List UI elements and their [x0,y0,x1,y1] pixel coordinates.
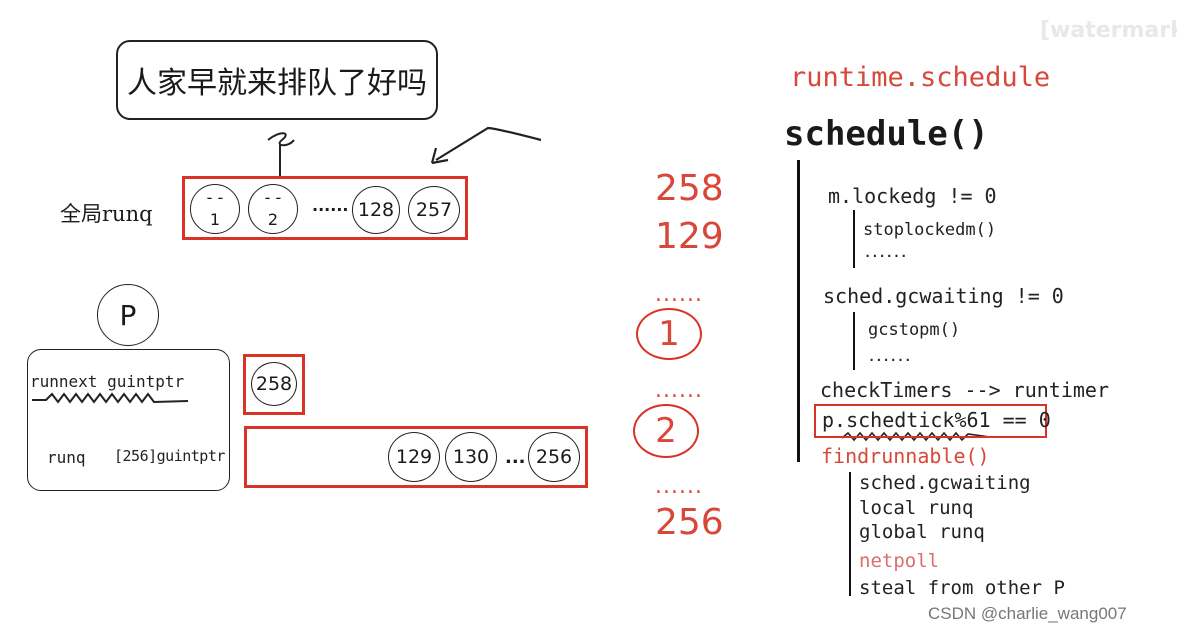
local-runq-ellipsis: ... [505,447,526,468]
runq-field: runq [47,448,86,467]
dots-2: ...... [655,378,703,403]
item-number: 256 [536,446,572,468]
item-number: 129 [396,446,432,468]
item-number: 1 [210,212,220,228]
num-129: 129 [655,216,724,257]
gcwaiting-bar [853,312,855,370]
find-step-gcwaiting: sched.gcwaiting [859,472,1031,494]
find-step-steal: steal from other P [859,577,1065,599]
gcstopm-line: gcstopm() [868,320,960,340]
find-step-netpoll: netpoll [859,550,939,572]
runnext-item-258: 258 [251,362,297,406]
p-label: P [120,299,137,332]
step-1-label: 1 [658,314,680,354]
footer-credit: CSDN @charlie_wang007 [928,604,1127,624]
global-runq-label: 全局runq [60,198,153,228]
dots-3: ...... [655,474,703,499]
dots-a: ...... [864,246,907,260]
sleep-face: - - [207,190,224,206]
p-struct-card [27,349,230,491]
schedule-func-title: schedule() [784,114,989,154]
findrunnable-bar [849,472,851,596]
schedule-bar [797,160,800,462]
lockedg-line: m.lockedg != 0 [828,184,997,208]
p-circle: P [97,284,159,346]
runtime-schedule-title: runtime.schedule [790,62,1050,93]
local-runq-item-130: 130 [445,432,497,482]
findrunnable-line: findrunnable() [821,444,990,468]
num-258: 258 [655,168,724,209]
stoplockedm-line: stoplockedm() [863,220,996,240]
item-number: 257 [416,199,452,221]
global-runq-item-2: - - 2 [248,184,298,234]
runnext-field: runnext guintptr [30,372,184,391]
checktimers-line: checkTimers --> runtimer [820,378,1109,402]
item-number: 128 [358,199,394,221]
step-2-circle: 2 [633,404,699,458]
global-runq-item-128: 128 [352,186,400,234]
dots-b: ...... [868,350,911,364]
item-number: 2 [268,212,278,228]
global-runq-ellipsis: ...... [312,196,348,215]
item-number: 130 [453,446,489,468]
find-step-global-runq: global runq [859,521,985,543]
arrow-head [432,148,448,163]
lockedg-bar [853,210,855,268]
local-runq-item-129: 129 [388,432,440,482]
schedtick-line: p.schedtick%61 == 0 [822,408,1051,432]
arrow-to-tail [436,128,541,160]
global-runq-item-257: 257 [408,186,460,234]
find-step-local-runq: local runq [859,497,973,519]
sleep-face: - - [265,190,282,206]
runq-type-field: [256]guintptr [114,447,225,465]
num-256: 256 [655,502,724,543]
local-runq-item-256: 256 [528,432,580,482]
step-2-label: 2 [655,411,677,451]
dots-1: ...... [655,282,703,307]
squiggle-mark [268,133,294,145]
global-runq-item-1: - - 1 [190,184,240,234]
item-number: 258 [256,373,292,395]
step-1-circle: 1 [636,308,702,360]
gcwaiting-line: sched.gcwaiting != 0 [823,284,1064,308]
